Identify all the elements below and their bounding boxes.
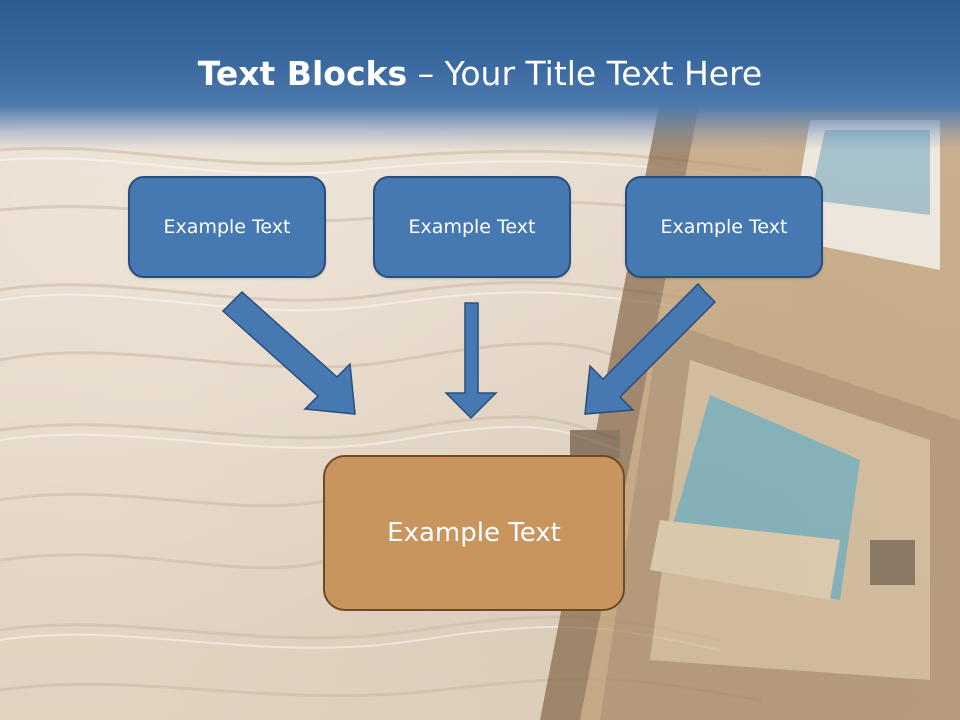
text-block-right[interactable]: Example Text (625, 176, 823, 278)
text-block-bottom[interactable]: Example Text (323, 455, 625, 611)
title-dash: – (407, 54, 445, 93)
title-rest: Your Title Text Here (444, 54, 763, 93)
title-bar (0, 0, 960, 150)
slide-title: Text Blocks – Your Title Text Here (0, 52, 960, 96)
text-block-left-label: Example Text (163, 216, 291, 238)
text-block-left[interactable]: Example Text (128, 176, 326, 278)
text-block-bottom-label: Example Text (387, 518, 561, 548)
title-bold-part: Text Blocks (197, 54, 408, 93)
text-block-center-label: Example Text (408, 216, 536, 238)
text-block-center[interactable]: Example Text (373, 176, 571, 278)
text-block-right-label: Example Text (660, 216, 788, 238)
